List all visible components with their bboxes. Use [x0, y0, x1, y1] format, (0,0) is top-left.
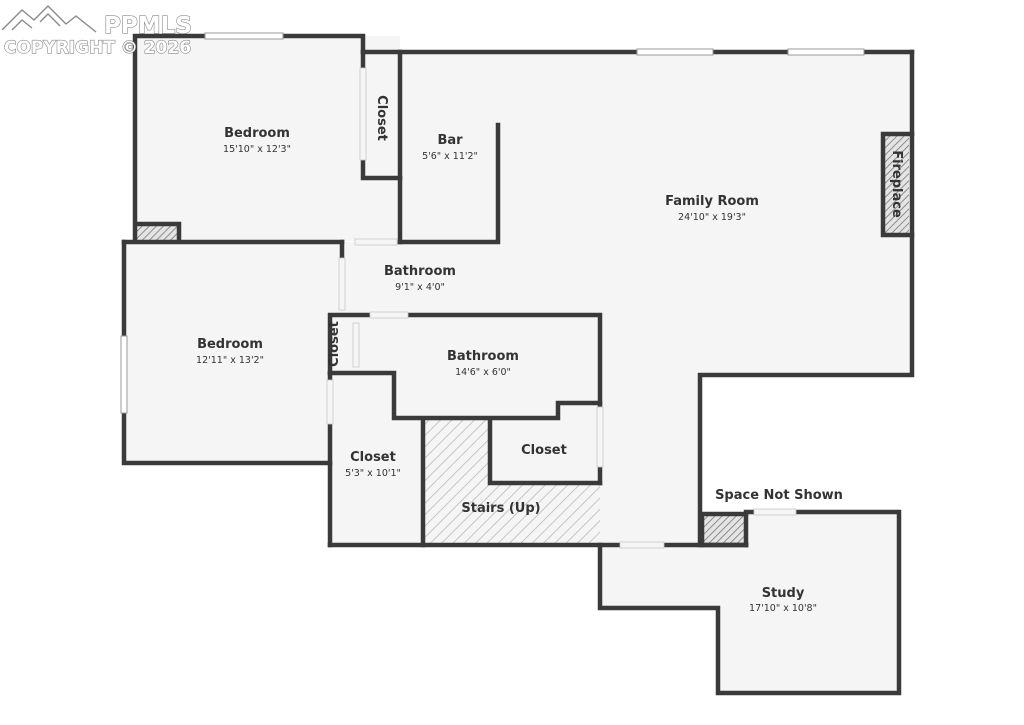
- closet-4-label: Closet: [521, 443, 567, 458]
- doorway[interactable]: [596, 406, 604, 468]
- bedroom-1-floor: [135, 36, 400, 241]
- doorway[interactable]: [619, 541, 665, 549]
- watermark-copyright: COPYRIGHT © 2026: [4, 38, 191, 58]
- window: [787, 48, 865, 56]
- watermark-brand: PPMLS: [104, 13, 192, 39]
- windows: [120, 32, 865, 414]
- room-labels: Bedroom 15'10" x 12'3" Closet Bar 5'6" x…: [196, 95, 904, 614]
- bathroom-2-dimensions: 14'6" x 6'0": [455, 367, 511, 378]
- bar-dimensions: 5'6" x 11'2": [422, 151, 478, 162]
- space-not-shown-hatch: [702, 514, 745, 544]
- doorway[interactable]: [326, 379, 334, 425]
- floor-fills: [124, 36, 912, 693]
- doorway[interactable]: [352, 322, 360, 368]
- mountain-logo-icon: [1, 5, 97, 33]
- space-not-shown-label: Space Not Shown: [715, 488, 843, 503]
- bedroom-2-dimensions: 12'11" x 13'2": [196, 355, 264, 366]
- family-room-dimensions: 24'10" x 19'3": [678, 212, 746, 223]
- closet-3-floor: [330, 373, 423, 545]
- fireplace-label: Fireplace: [889, 150, 904, 218]
- fireplace-hatch: [885, 134, 909, 235]
- window: [636, 48, 714, 56]
- window: [120, 335, 128, 414]
- stairs-area[interactable]: [423, 420, 600, 545]
- closet-3-label: Closet: [350, 450, 396, 465]
- bedroom-2-label: Bedroom: [197, 337, 263, 352]
- bathroom-1-dimensions: 9'1" x 4'0": [395, 282, 445, 293]
- closet-2-floor: [330, 315, 356, 373]
- stairs-label: Stairs (Up): [461, 501, 540, 516]
- study-floor: [600, 512, 899, 693]
- family-room-label: Family Room: [665, 194, 759, 209]
- doorway[interactable]: [359, 67, 367, 161]
- bar-label: Bar: [437, 133, 463, 148]
- bathroom-1-label: Bathroom: [384, 264, 456, 279]
- study-label: Study: [762, 586, 805, 601]
- study-dimensions: 17'10" x 10'8": [749, 603, 817, 614]
- doorway[interactable]: [338, 257, 346, 311]
- family-room-floor: [342, 52, 912, 545]
- doorway[interactable]: [369, 311, 409, 319]
- bedroom-2-floor: [124, 242, 342, 463]
- doorway[interactable]: [753, 508, 797, 516]
- bedroom-1-closet-hatch: [137, 224, 179, 241]
- window: [204, 32, 284, 40]
- bedroom-1-label: Bedroom: [224, 126, 290, 141]
- closet-3-dimensions: 5'3" x 10'1": [345, 468, 401, 479]
- doorway[interactable]: [354, 238, 398, 246]
- bathroom-2-label: Bathroom: [447, 349, 519, 364]
- closet-1-label: Closet: [374, 95, 389, 141]
- doorways[interactable]: [326, 67, 797, 549]
- closet-2-label: Closet: [327, 321, 342, 367]
- watermark: PPMLS COPYRIGHT © 2026: [1, 5, 192, 59]
- bedroom-1-dimensions: 15'10" x 12'3": [223, 144, 291, 155]
